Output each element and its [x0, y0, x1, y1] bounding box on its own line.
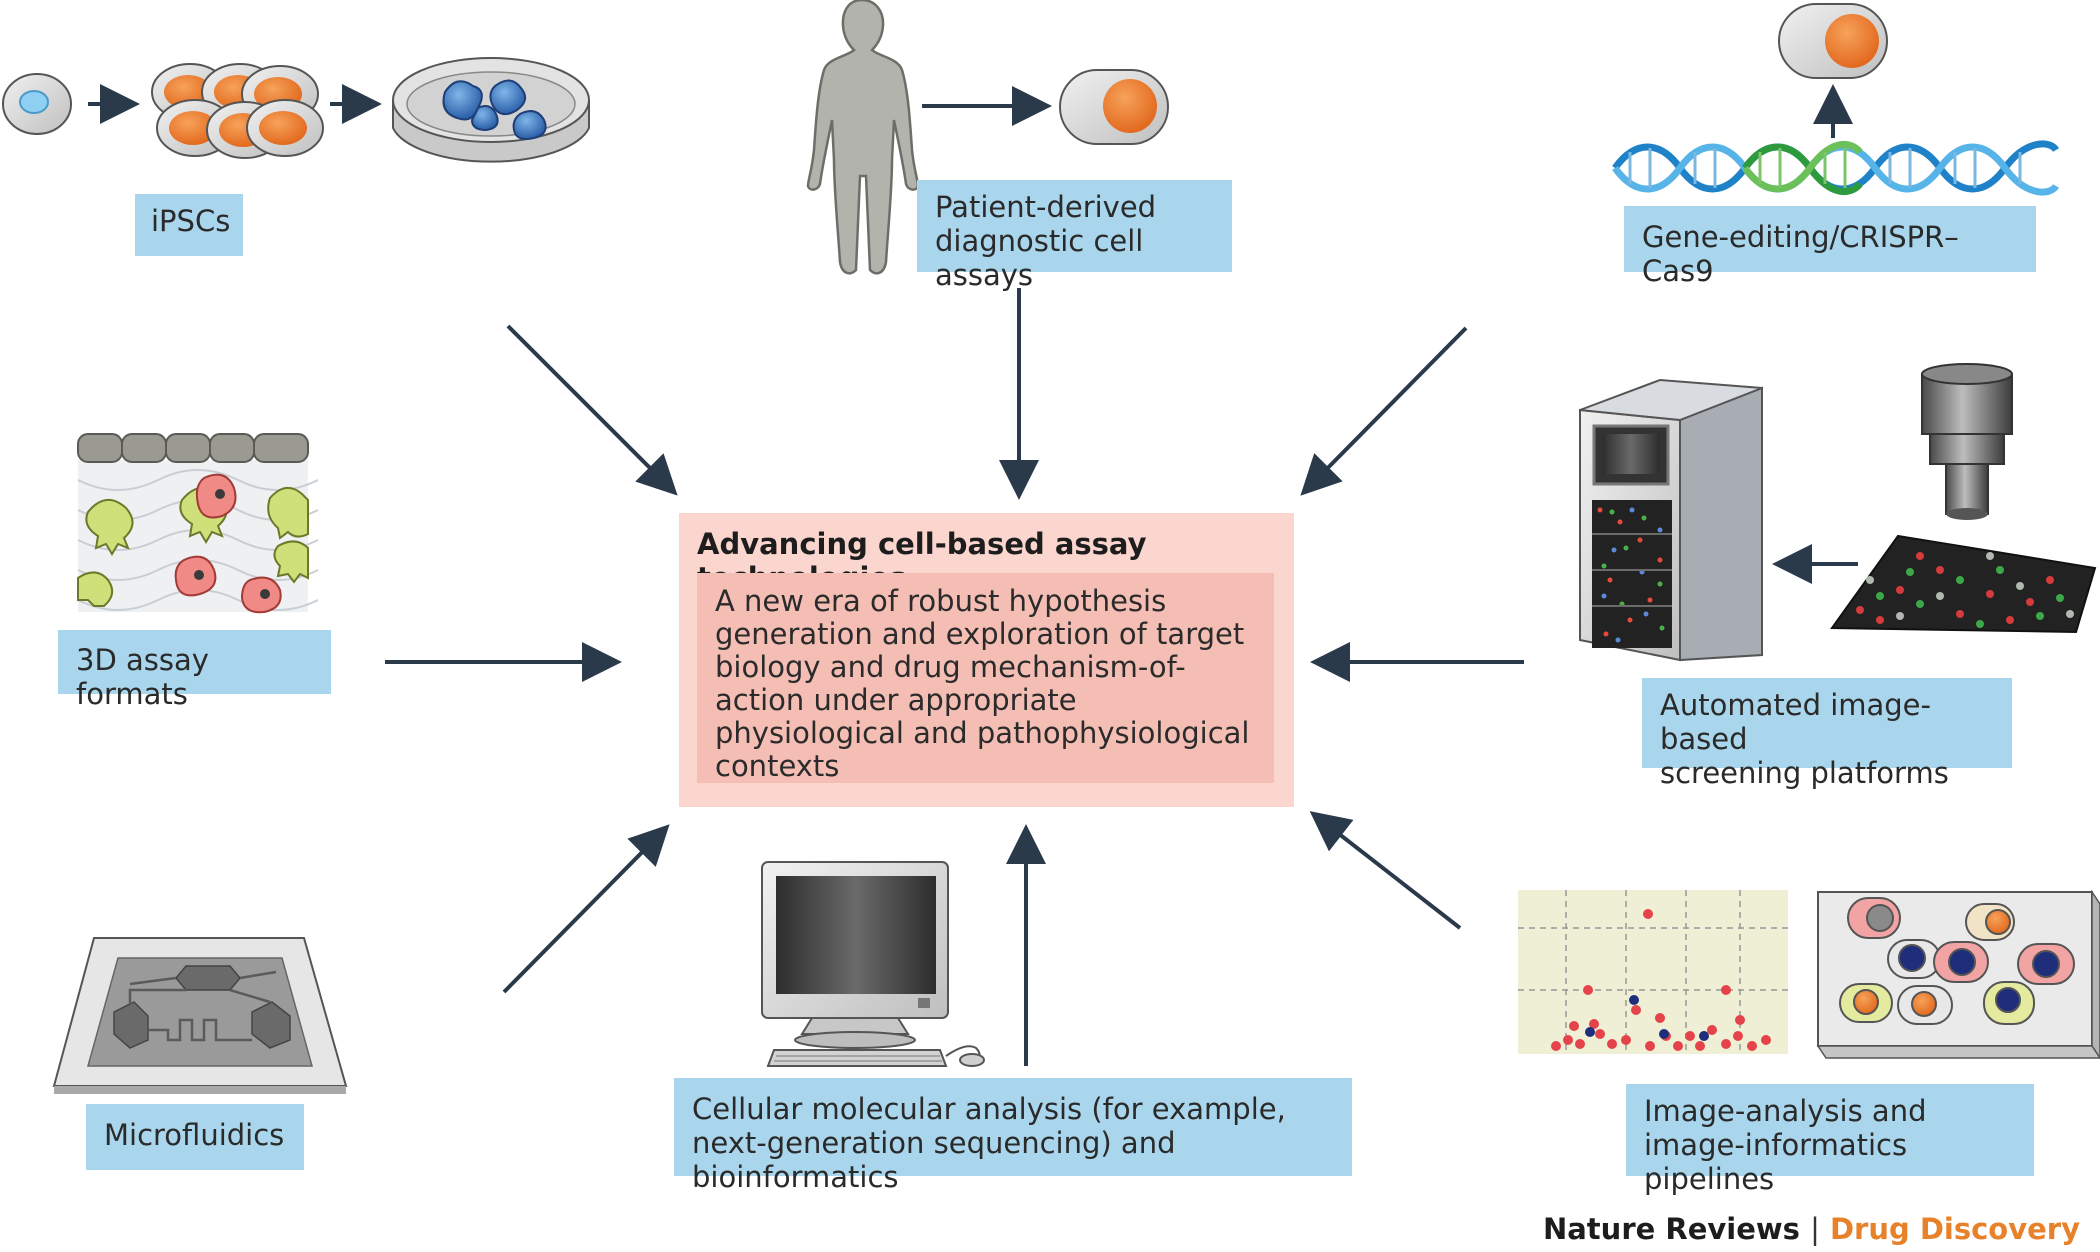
label-3d-text: 3D assay formats	[76, 643, 209, 711]
label-automated-line2: screening platforms	[1660, 756, 1949, 790]
microscope-objective-icon	[1921, 363, 2013, 520]
label-crispr-text: Gene-editing/CRISPR–Cas9	[1642, 220, 1959, 288]
label-automated-line1: Automated image-based	[1660, 688, 1931, 756]
label-cellular-analysis: Cellular molecular analysis (for example…	[674, 1078, 1352, 1194]
tissue-3d-icon	[77, 433, 319, 614]
screening-server-icon	[1579, 378, 1763, 662]
dividing-cells-icon	[151, 63, 324, 159]
label-image-line1: Image-analysis and	[1644, 1094, 1927, 1128]
cell-image-panel-icon	[1816, 889, 2100, 1060]
connector-arrows	[385, 288, 1524, 1066]
computer-icon	[761, 861, 985, 1067]
center-box: Advancing cell-based assay technologies …	[679, 513, 1294, 807]
scatter-plot-icon	[1518, 890, 1788, 1054]
credit-separator: |	[1810, 1212, 1820, 1246]
ipsc-illustration	[2, 57, 590, 163]
petri-dish-icon	[392, 57, 590, 163]
human-figure-icon	[806, 0, 920, 275]
label-microfluidics: Microfluidics	[86, 1104, 304, 1170]
label-patient-line1: Patient-derived	[935, 190, 1157, 224]
center-body: A new era of robust hypothesis generatio…	[697, 573, 1274, 783]
label-image-line2: image-informatics pipelines	[1644, 1128, 1908, 1196]
label-patient-line2: diagnostic cell assays	[935, 224, 1144, 292]
credit-journal: Drug Discovery	[1829, 1212, 2080, 1246]
dna-helix-icon	[1612, 140, 2059, 196]
edited-cell-icon	[1778, 3, 1888, 79]
label-microfluidics-text: Microfluidics	[104, 1118, 285, 1152]
label-cellular-line1: Cellular molecular analysis (for example…	[692, 1092, 1286, 1126]
arrow-crispr	[1300, 326, 1468, 496]
patient-cell-icon	[1059, 69, 1169, 145]
label-3d-assay: 3D assay formats	[58, 630, 331, 711]
microplate-icon	[1830, 534, 2097, 634]
label-automated-screening: Automated image-based screening platform…	[1642, 678, 2012, 790]
label-cellular-line2: next-generation sequencing) and bioinfor…	[692, 1126, 1176, 1194]
journal-credit: Nature Reviews | Drug Discovery	[1543, 1212, 2080, 1246]
label-image-analysis: Image-analysis and image-informatics pip…	[1626, 1084, 2034, 1196]
arrow-ipsc	[506, 324, 678, 496]
microfluidic-chip-icon	[52, 937, 348, 1094]
arrow-microfluidics	[502, 824, 670, 994]
credit-publisher: Nature Reviews	[1542, 1212, 1800, 1246]
label-crispr: Gene-editing/CRISPR–Cas9	[1624, 206, 2036, 288]
label-ipscs: iPSCs	[135, 194, 243, 256]
arrow-image	[1309, 811, 1462, 930]
label-ipscs-text: iPSCs	[151, 204, 231, 238]
label-patient-derived: Patient-derived diagnostic cell assays	[917, 180, 1232, 292]
